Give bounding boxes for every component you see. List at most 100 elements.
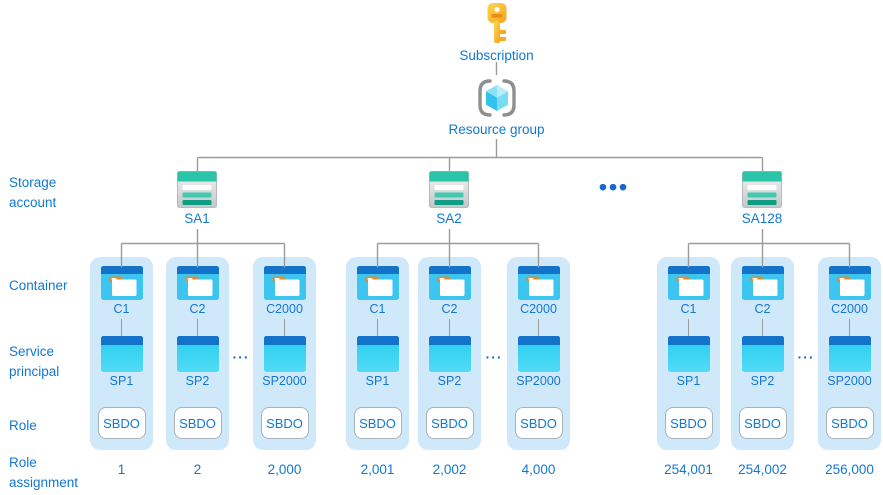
storage-accounts-ellipsis: ••• xyxy=(598,174,630,200)
storage-account-label: SA2 xyxy=(436,211,462,226)
role-badge: SBDO xyxy=(825,407,874,439)
service-principal-label: SP1 xyxy=(365,374,390,388)
role-assignment-count: 256,000 xyxy=(825,462,874,477)
container-icon xyxy=(264,266,306,300)
container-column: C1 SP1 SBDO 2,001 xyxy=(346,257,409,477)
service-principal-icon xyxy=(742,336,784,372)
container-label: C2000 xyxy=(266,302,303,316)
container-icon xyxy=(101,266,143,300)
role-assignment-count: 2 xyxy=(193,462,202,477)
container-label: C2 xyxy=(754,302,771,316)
key-icon xyxy=(480,2,514,46)
role-badge: SBDO xyxy=(738,407,787,439)
container-column: C2000 SP2000 SBDO 4,000 xyxy=(507,257,570,477)
container-sp-connector xyxy=(761,319,764,336)
container-sp-connector xyxy=(537,319,540,336)
row-label-role: Role xyxy=(9,418,37,433)
container-icon xyxy=(357,266,399,300)
container-card: C1 SP1 SBDO xyxy=(90,257,153,450)
container-label: C2 xyxy=(441,302,458,316)
container-card: C2000 SP2000 SBDO xyxy=(818,257,881,450)
container-column: C2000 SP2000 SBDO 2,000 xyxy=(253,257,316,477)
container-icon xyxy=(742,266,784,300)
container-icon xyxy=(829,266,871,300)
role-assignment-count: 2,000 xyxy=(267,462,302,477)
role-assignment-count: 1 xyxy=(117,462,126,477)
storage-account-icon xyxy=(429,171,469,208)
container-label: C2000 xyxy=(831,302,868,316)
role-assignment-count: 254,001 xyxy=(664,462,713,477)
role-assignment-count: 4,000 xyxy=(521,462,556,477)
container-label: C2000 xyxy=(520,302,557,316)
service-principal-icon xyxy=(668,336,710,372)
service-principal-icon xyxy=(177,336,219,372)
container-card: C1 SP1 SBDO xyxy=(346,257,409,450)
row-label-role-assignment: Role assignment xyxy=(9,455,79,490)
container-label: C1 xyxy=(369,302,386,316)
resource-group-node: Resource group xyxy=(436,76,557,137)
container-icon xyxy=(518,266,560,300)
service-principal-label: SP1 xyxy=(676,374,701,388)
storage-account-label: SA128 xyxy=(741,211,783,226)
service-principal-icon xyxy=(429,336,471,372)
service-principal-icon xyxy=(101,336,143,372)
container-icon xyxy=(429,266,471,300)
container-sp-connector xyxy=(448,319,451,336)
container-card: C2 SP2 SBDO xyxy=(731,257,794,450)
container-column: C2 SP2 SBDO 254,002 xyxy=(731,257,794,477)
service-principal-label: SP2000 xyxy=(262,374,307,388)
container-icon xyxy=(177,266,219,300)
container-card: C2000 SP2000 SBDO xyxy=(253,257,316,450)
container-column: C2 SP2 SBDO 2,002 xyxy=(418,257,481,477)
storage-account-label: SA1 xyxy=(184,211,210,226)
container-sp-connector xyxy=(196,319,199,336)
container-sp-connector xyxy=(848,319,851,336)
columns-ellipsis: ··· xyxy=(485,349,503,365)
service-principal-label: SP2000 xyxy=(516,374,561,388)
service-principal-icon xyxy=(518,336,560,372)
role-badge: SBDO xyxy=(260,407,309,439)
service-principal-label: SP2 xyxy=(437,374,462,388)
resource-group-label: Resource group xyxy=(448,122,545,137)
role-badge: SBDO xyxy=(425,407,474,439)
service-principal-icon xyxy=(829,336,871,372)
resource-group-icon xyxy=(475,76,519,120)
role-assignment-count: 2,002 xyxy=(432,462,467,477)
service-principal-icon xyxy=(357,336,399,372)
role-badge: SBDO xyxy=(664,407,713,439)
container-column: C1 SP1 SBDO 254,001 xyxy=(657,257,720,477)
columns-ellipsis: ··· xyxy=(797,349,815,365)
container-label: C2 xyxy=(189,302,206,316)
storage-account-icon xyxy=(177,171,217,208)
container-icon xyxy=(668,266,710,300)
role-badge: SBDO xyxy=(514,407,563,439)
container-column: C2 SP2 SBDO 2 xyxy=(166,257,229,477)
row-label-container: Container xyxy=(9,278,68,293)
storage-account-node: SA128 xyxy=(722,171,802,226)
service-principal-label: SP2 xyxy=(750,374,775,388)
storage-account-node: SA1 xyxy=(157,171,237,226)
container-label: C1 xyxy=(113,302,130,316)
role-assignment-count: 254,002 xyxy=(738,462,787,477)
role-badge: SBDO xyxy=(173,407,222,439)
container-label: C1 xyxy=(680,302,697,316)
subscription-node: Subscription xyxy=(436,2,557,63)
subscription-label: Subscription xyxy=(459,48,534,63)
container-column: C1 SP1 SBDO 1 xyxy=(90,257,153,477)
service-principal-label: SP2 xyxy=(185,374,210,388)
role-badge: SBDO xyxy=(353,407,402,439)
container-card: C2000 SP2000 SBDO xyxy=(507,257,570,450)
container-card: C2 SP2 SBDO xyxy=(418,257,481,450)
role-assignment-count: 2,001 xyxy=(360,462,395,477)
container-sp-connector xyxy=(376,319,379,336)
service-principal-icon xyxy=(264,336,306,372)
columns-ellipsis: ··· xyxy=(232,349,250,365)
container-card: C2 SP2 SBDO xyxy=(166,257,229,450)
container-column: C2000 SP2000 SBDO 256,000 xyxy=(818,257,881,477)
row-label-storage-account: Storage account xyxy=(9,175,57,210)
service-principal-label: SP2000 xyxy=(827,374,872,388)
container-sp-connector xyxy=(283,319,286,336)
service-principal-label: SP1 xyxy=(109,374,134,388)
storage-account-node: SA2 xyxy=(409,171,489,226)
